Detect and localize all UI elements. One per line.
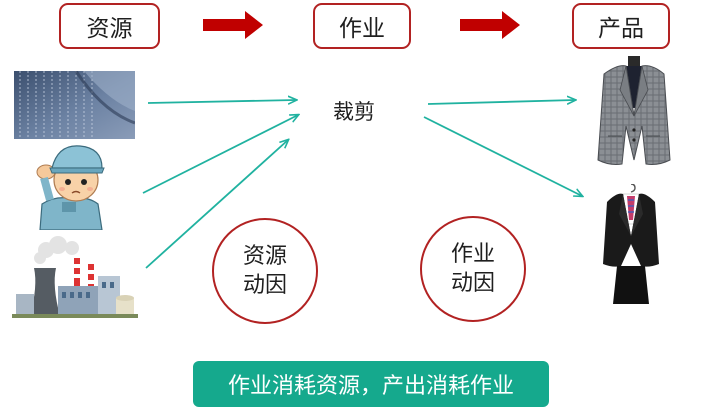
- factory-icon: [12, 236, 138, 318]
- resource-driver-line2: 动因: [242, 273, 287, 298]
- resource-driver-line1: 资源: [242, 244, 287, 269]
- connector-fabric-to-cut: [147, 100, 296, 103]
- black-suit-icon: [603, 184, 659, 304]
- process-cutting-label: 裁剪: [333, 100, 375, 124]
- connector-cut-to-blazer: [427, 100, 575, 104]
- summary-banner: 作业消耗资源，产出消耗作业: [193, 361, 549, 407]
- header-product: 产品: [572, 3, 670, 49]
- resource-driver-circle: 资源 动因: [212, 218, 318, 324]
- operation-driver-line2: 动因: [450, 271, 495, 296]
- header-resource: 资源: [59, 3, 160, 49]
- fabric-icon: [14, 71, 135, 139]
- connector-factory-to-cut: [145, 140, 288, 269]
- gray-blazer-icon: [597, 56, 671, 165]
- operation-driver-circle: 作业 动因: [420, 216, 526, 322]
- header-product-label: 产品: [598, 16, 644, 42]
- header-operation: 作业: [313, 3, 411, 49]
- operation-driver-line1: 作业: [450, 242, 495, 267]
- worker-icon: [36, 145, 105, 230]
- flow-arrow-icon: [203, 11, 263, 39]
- flow-arrow-icon: [460, 11, 520, 39]
- header-operation-label: 作业: [339, 16, 385, 42]
- header-resource-label: 资源: [86, 16, 133, 42]
- connector-cut-to-suit: [423, 116, 582, 196]
- connector-worker-to-cut: [142, 115, 298, 194]
- summary-banner-text: 作业消耗资源，产出消耗作业: [227, 374, 514, 399]
